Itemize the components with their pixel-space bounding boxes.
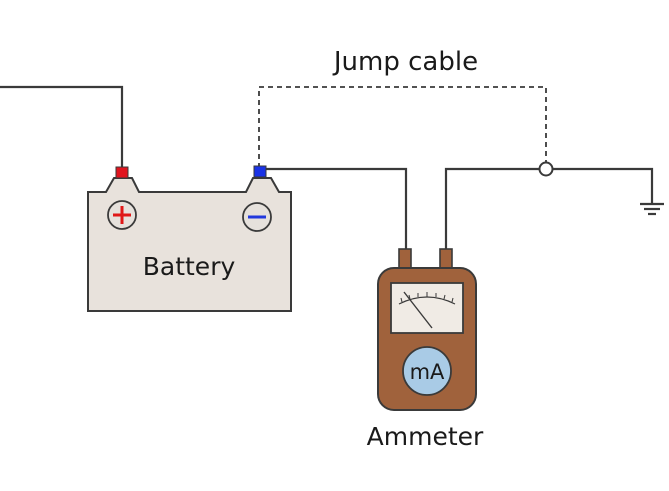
battery-icon: Battery: [87, 165, 292, 312]
battery-body: [87, 177, 292, 312]
meter-scale-arc: [398, 296, 456, 305]
jump-cable[interactable]: [258, 86, 547, 168]
ammeter-icon: mA Ammeter: [367, 248, 484, 451]
positive-terminal[interactable]: [115, 166, 129, 179]
ammeter-label: Ammeter: [367, 422, 484, 451]
ground-wire: [553, 167, 654, 203]
plus-sign-icon: [107, 200, 137, 230]
meter-scale-ticks: [400, 292, 454, 303]
positive-lead-wire: [0, 85, 124, 168]
jump-cable-label: Jump cable: [332, 47, 478, 77]
battery-label: Battery: [143, 252, 236, 281]
wires: [0, 85, 654, 250]
ammeter-dial[interactable]: [402, 346, 452, 396]
meter-unit-label: mA: [410, 360, 445, 384]
negative-to-ammeter-wire: [260, 167, 408, 250]
ground-symbol-icon: [640, 202, 664, 216]
negative-terminal[interactable]: [253, 165, 267, 178]
minus-sign-icon: [242, 202, 272, 232]
meter-needle: [403, 291, 433, 329]
jump-cable-terminal[interactable]: [538, 161, 554, 177]
ammeter-to-ground-wire: [444, 167, 539, 250]
meter-face: [390, 282, 464, 334]
